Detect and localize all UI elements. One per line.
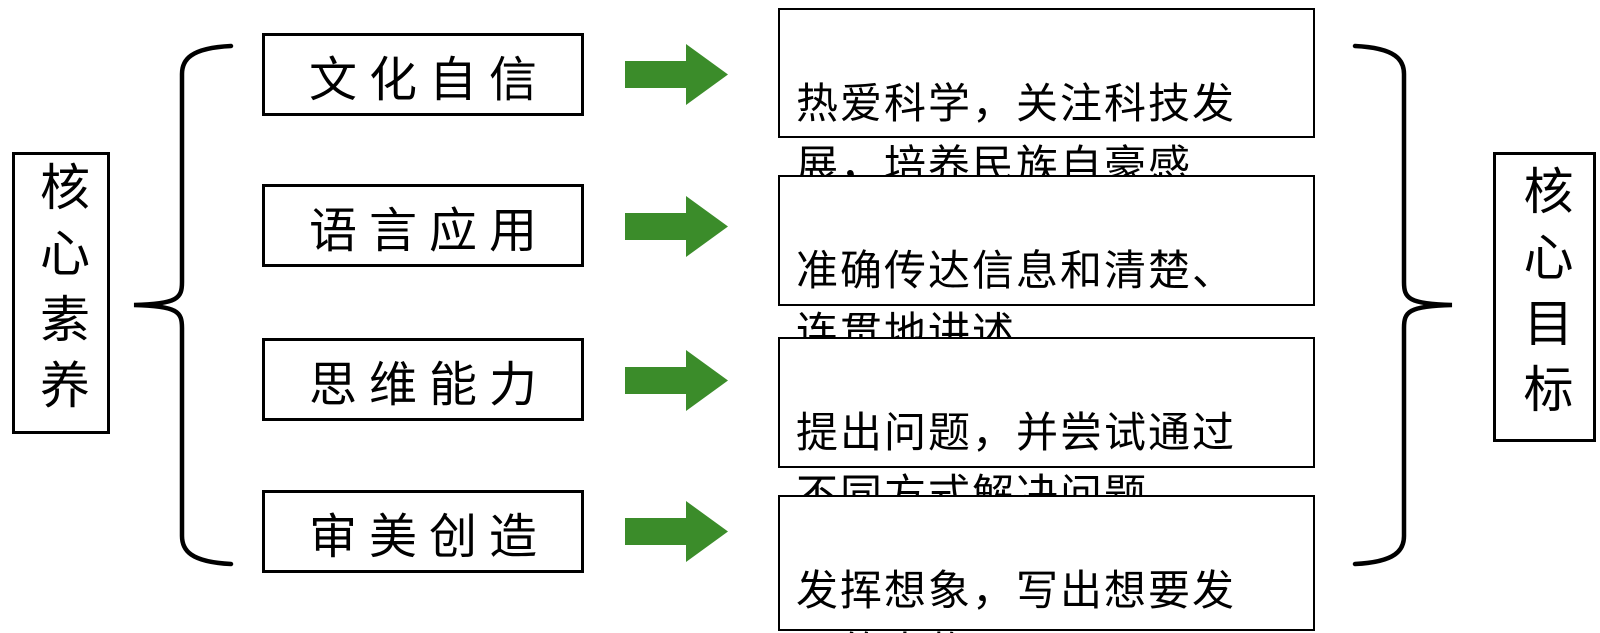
right-goal-box: 核心目标 xyxy=(1493,152,1596,442)
desc-text: 发挥想象，写出想要发 明的事物 xyxy=(796,569,1237,633)
arrow-icon xyxy=(625,44,728,105)
arrow-shape xyxy=(625,44,728,105)
label-box-wenhua-zixin: 文化自信 xyxy=(262,33,584,116)
right-brace-path xyxy=(1352,43,1453,567)
desc-text: 热爱科学，关注科技发 展，培养民族自豪感 xyxy=(796,82,1237,190)
desc-box-2: 准确传达信息和清楚、 连贯地讲述 xyxy=(778,175,1315,357)
label-text: 审美创造 xyxy=(308,510,549,564)
desc-text: 准确传达信息和清楚、 连贯地讲述 xyxy=(796,249,1237,357)
right-brace xyxy=(1352,43,1453,567)
label-text: 语言应用 xyxy=(308,204,549,258)
label-text: 思维能力 xyxy=(308,358,549,412)
label-box-shenmei-chuangzao: 审美创造 xyxy=(262,490,584,573)
arrow-icon xyxy=(625,501,728,562)
left-category-label: 核心素养 xyxy=(33,161,89,425)
label-box-yuyan-yingyong: 语言应用 xyxy=(262,184,584,267)
left-brace xyxy=(133,43,234,567)
desc-box-3: 提出问题，并尝试通过 不同方式解决问题 xyxy=(778,337,1315,519)
label-box-siwei-nengli: 思维能力 xyxy=(262,338,584,421)
desc-box-4: 发挥想象，写出想要发 明的事物 xyxy=(778,495,1315,633)
label-text: 文化自信 xyxy=(308,53,549,107)
arrow-shape xyxy=(625,350,728,411)
desc-box-1: 热爱科学，关注科技发 展，培养民族自豪感 xyxy=(778,8,1315,190)
arrow-icon xyxy=(625,350,728,411)
arrow-shape xyxy=(625,196,728,257)
arrow-icon xyxy=(625,196,728,257)
arrow-shape xyxy=(625,501,728,562)
left-brace-path xyxy=(133,43,234,567)
left-category-box: 核心素养 xyxy=(12,152,110,434)
right-goal-label: 核心目标 xyxy=(1516,165,1573,429)
